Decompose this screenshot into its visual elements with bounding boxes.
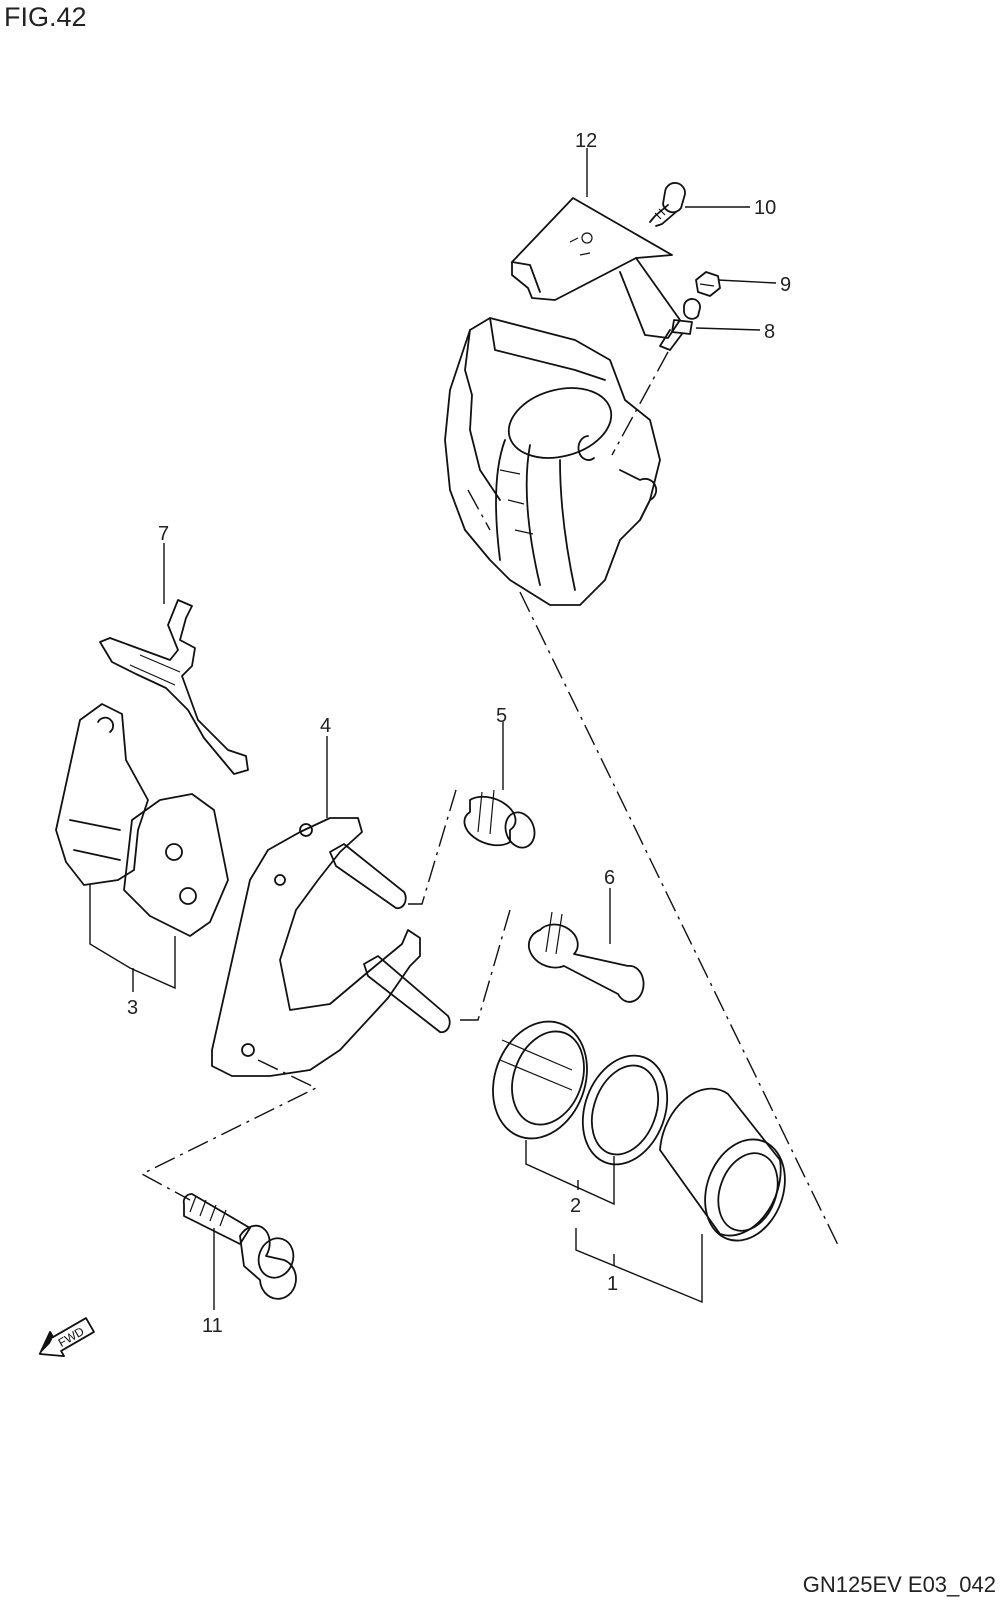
callout-10: 10 [754,197,776,219]
leader-8 [695,327,761,331]
assembly-line-5 [408,789,457,905]
part-7-pad-spring [99,599,249,775]
assembly-line-6 [460,909,511,1021]
callout-4: 4 [320,715,331,737]
assembly-line-body [467,489,491,531]
part-4-bracket [211,817,451,1077]
part-5-boot [463,789,536,849]
assembly-line-piston [519,591,839,1246]
leader-9 [717,279,777,284]
callout-9: 9 [780,274,791,296]
part-11-bolt [182,1193,297,1300]
assembly-line-11 [140,1059,318,1201]
callout-11: 11 [202,1315,223,1337]
bracket-3 [89,885,176,990]
caliper-body [444,317,661,606]
callout-6: 6 [604,867,615,889]
part-12-cover [511,197,681,339]
callout-8: 8 [764,321,775,343]
callout-3: 3 [127,997,138,1019]
callout-2: 2 [570,1195,581,1217]
fwd-arrow-icon: FWD [38,1317,95,1358]
figure-title: FIG.42 [4,2,87,32]
callout-7: 7 [158,523,169,545]
bracket-2 [525,1140,615,1206]
part-9-nut [695,271,721,297]
bracket-1 [575,1228,703,1304]
part-8-bleeder [659,298,701,351]
part-2-seals [492,1020,669,1166]
figure-code: GN125EV E03_042 [802,1572,996,1597]
part-1-piston [659,1087,786,1242]
part-3-brake-pads [55,703,229,937]
part-6-pin-boot [527,911,645,1003]
callout-1: 1 [607,1273,618,1295]
assembly-line-8 [611,351,669,456]
callout-12: 12 [575,130,597,152]
callout-5: 5 [496,705,507,727]
part-10-bolt [649,182,686,227]
